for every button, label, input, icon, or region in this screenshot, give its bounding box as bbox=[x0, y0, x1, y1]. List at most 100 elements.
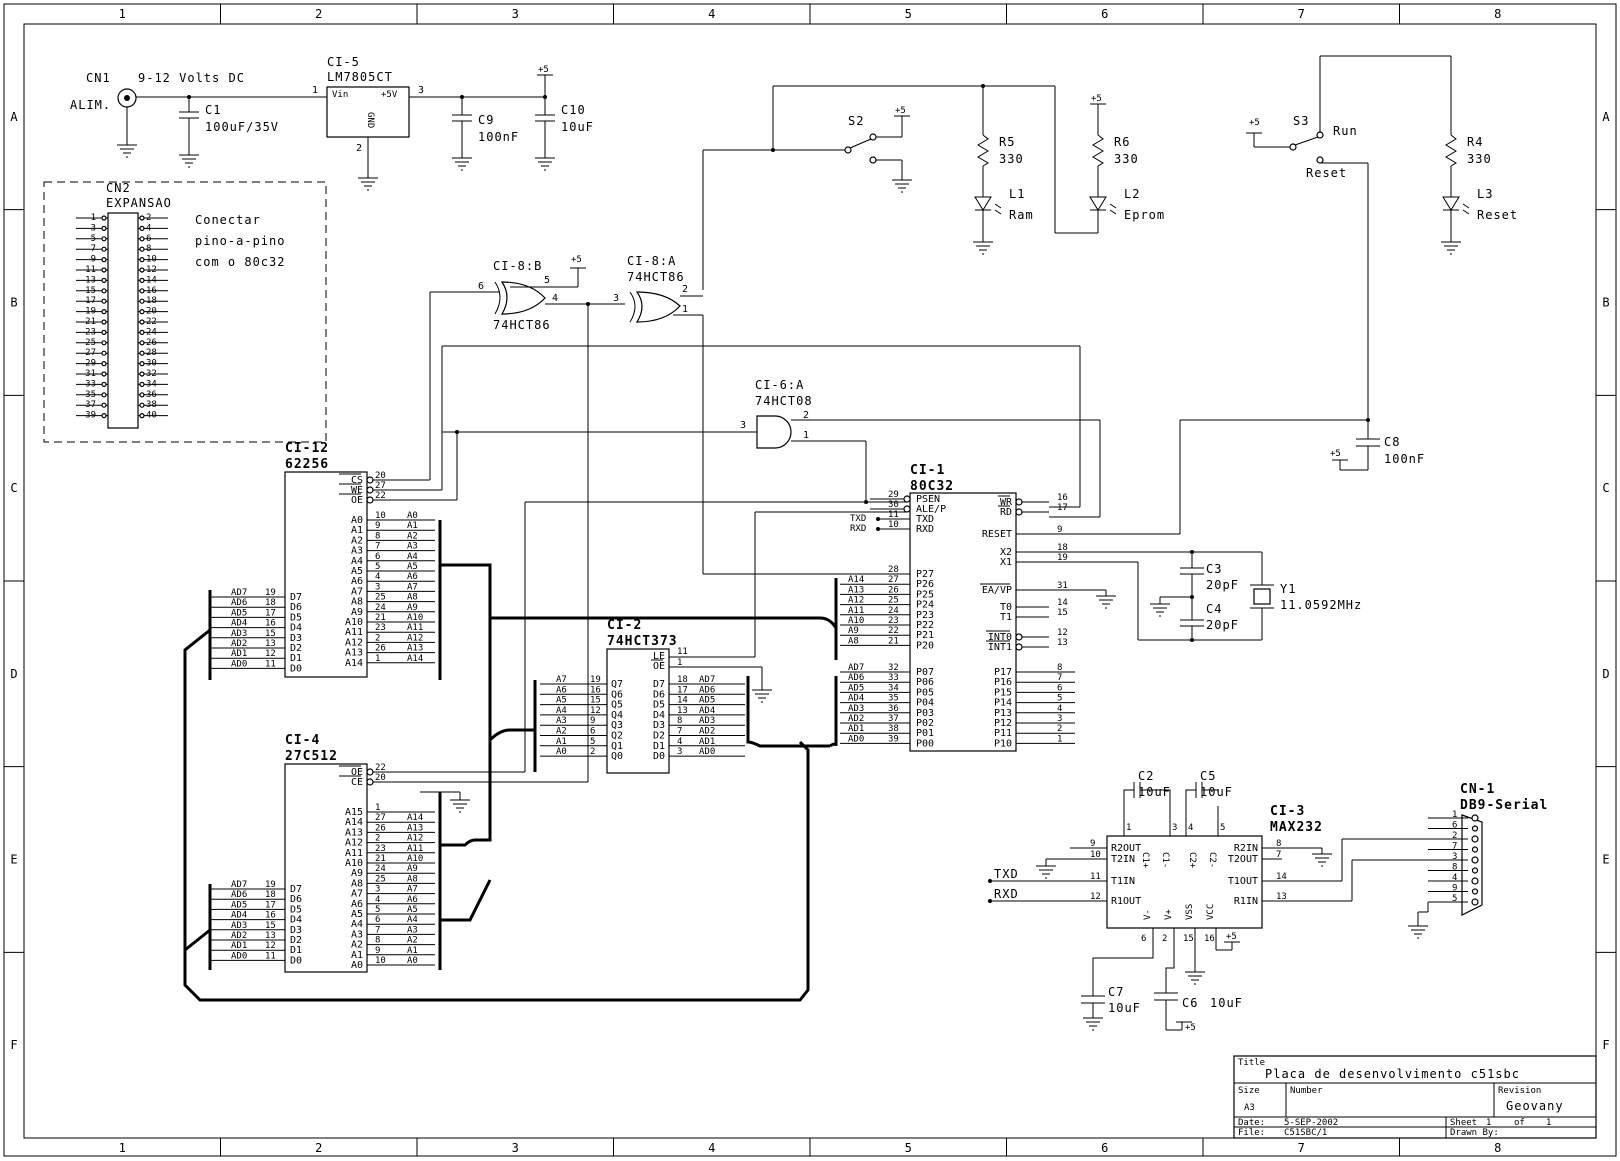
cn2-pin-left: 21 bbox=[85, 317, 96, 327]
cn2-pin-right: 24 bbox=[146, 327, 157, 337]
alim-label: ALIM. bbox=[70, 98, 111, 112]
mcu-p2-net: A13 bbox=[848, 585, 864, 595]
mcu-p0-net: AD1 bbox=[848, 724, 864, 734]
ci8b-xor-gate bbox=[500, 281, 546, 315]
cn2-pin-right: 40 bbox=[146, 411, 157, 421]
cn2-pin-right: 2 bbox=[146, 213, 151, 223]
max-rxd: RXD bbox=[994, 887, 1019, 901]
ci2-part: 74HCT373 bbox=[607, 634, 678, 649]
mcu-ctrl-name: ALE/P bbox=[916, 504, 946, 515]
c3-label: C3 bbox=[1206, 562, 1222, 576]
latch-d-num: 14 bbox=[677, 696, 688, 706]
l3-label: L3 bbox=[1477, 187, 1493, 201]
mcu-net: TXD bbox=[850, 514, 866, 524]
cn2-pin-left: 37 bbox=[85, 400, 96, 410]
data-pin-name: D7 bbox=[290, 884, 302, 895]
l3-desc: Reset bbox=[1477, 208, 1518, 222]
cn2-pin-right: 30 bbox=[146, 359, 157, 369]
svg-text:+5: +5 bbox=[571, 255, 582, 265]
svg-text:1: 1 bbox=[803, 430, 809, 441]
mcu-pin-num: 15 bbox=[1057, 608, 1068, 618]
c10-vcc: +5 bbox=[538, 65, 549, 75]
latch-d-net: AD5 bbox=[699, 696, 715, 706]
svg-text:2: 2 bbox=[803, 410, 809, 421]
frame-row-right: B bbox=[1602, 296, 1609, 310]
cn2-pin-right: 32 bbox=[146, 369, 157, 379]
max-right-name: R2IN bbox=[1234, 843, 1258, 854]
mcu-p2-net: A11 bbox=[848, 606, 864, 616]
data-pin-num: 15 bbox=[265, 629, 276, 639]
frame-row-right: F bbox=[1602, 1038, 1609, 1052]
c6-label: C6 bbox=[1182, 996, 1198, 1010]
ci1-ref: CI-1 bbox=[910, 463, 945, 478]
mcu-p1-name: P11 bbox=[994, 728, 1012, 739]
latch-le: LE bbox=[653, 651, 665, 662]
addr-pin-name: A9 bbox=[351, 868, 363, 879]
svg-text:3: 3 bbox=[418, 85, 424, 96]
power-supply: CN1 9-12 Volts DC ALIM. C1 100uF/35V CI-… bbox=[70, 55, 593, 191]
addr-net: A13 bbox=[407, 644, 423, 654]
max-right-num: 8 bbox=[1276, 839, 1281, 849]
l2-label: L2 bbox=[1124, 187, 1140, 201]
data-net: AD1 bbox=[231, 941, 247, 951]
cn2-pin-right: 10 bbox=[146, 255, 157, 265]
tb-of: 1 bbox=[1546, 1118, 1551, 1128]
ci8a-ref: CI-8:A bbox=[627, 254, 676, 268]
mcu-p0-name: P04 bbox=[916, 698, 934, 709]
mcu-pin-num: 32 bbox=[888, 663, 899, 673]
ci8a-xor-gate bbox=[635, 291, 681, 323]
addr-pin-name: A13 bbox=[345, 827, 363, 838]
r5-label: R5 bbox=[999, 135, 1015, 149]
ci5-5v: +5V bbox=[381, 90, 398, 100]
latch-q-num: 15 bbox=[590, 696, 601, 706]
addr-pin-num: 1 bbox=[375, 654, 380, 664]
svg-text:+5: +5 bbox=[1249, 118, 1260, 128]
cn2-pin-left: 31 bbox=[85, 369, 96, 379]
svg-text:2: 2 bbox=[682, 284, 688, 295]
mcu-pin-num: 3 bbox=[1057, 714, 1062, 724]
frame-row-left: D bbox=[10, 667, 17, 681]
s2-label: S2 bbox=[848, 114, 864, 128]
cn2-note-3: com o 80c32 bbox=[195, 255, 285, 269]
svg-text:6: 6 bbox=[478, 281, 484, 292]
latch-d-name: D5 bbox=[653, 700, 665, 711]
latch-d-net: AD0 bbox=[699, 747, 715, 757]
data-pin-name: D6 bbox=[290, 602, 302, 613]
data-pin-num: 16 bbox=[265, 911, 276, 921]
mcu-p2-net: A9 bbox=[848, 626, 859, 636]
c4-label: C4 bbox=[1206, 602, 1222, 616]
mcu-p0-net: AD7 bbox=[848, 663, 864, 673]
tb-number-label: Number bbox=[1290, 1086, 1323, 1096]
tb-size: A3 bbox=[1244, 1103, 1255, 1113]
mcu-pin-num: 21 bbox=[888, 636, 899, 646]
addr-pin-num: 21 bbox=[375, 613, 386, 623]
mcu-p2-net: A10 bbox=[848, 616, 864, 626]
addr-net: A3 bbox=[407, 925, 418, 935]
max-left-name: R1OUT bbox=[1111, 896, 1141, 907]
addr-pin-name: A11 bbox=[345, 848, 363, 859]
data-pin-num: 19 bbox=[265, 880, 276, 890]
r4-label: R4 bbox=[1467, 135, 1483, 149]
l3-led bbox=[1442, 196, 1460, 211]
latch-d-num: 18 bbox=[677, 675, 688, 685]
mcu-pin-num: 11 bbox=[888, 510, 899, 520]
addr-pin-name: A7 bbox=[351, 889, 363, 900]
c2-value: 10uF bbox=[1138, 785, 1171, 799]
data-net: AD7 bbox=[231, 588, 247, 598]
latch-q-name: Q4 bbox=[611, 710, 623, 721]
data-pin-name: D2 bbox=[290, 643, 302, 654]
addr-pin-num: 26 bbox=[375, 823, 386, 833]
latch-le-num: 11 bbox=[677, 647, 688, 657]
mcu-right-name: X2 bbox=[1000, 547, 1012, 558]
c8-label: C8 bbox=[1384, 435, 1400, 449]
c9-label: C9 bbox=[478, 113, 494, 127]
frame-col-top: 5 bbox=[905, 7, 912, 21]
data-pin-name: D2 bbox=[290, 935, 302, 946]
cn2-note-1: Conectar bbox=[195, 213, 261, 227]
max-right-name: R1IN bbox=[1234, 896, 1258, 907]
max-top-name: C2- bbox=[1207, 852, 1217, 868]
max-bottom-name: V- bbox=[1143, 909, 1153, 920]
latch-q-num: 16 bbox=[590, 685, 601, 695]
addr-pin-num: 7 bbox=[375, 925, 380, 935]
mcu-pin-num: 17 bbox=[1057, 503, 1068, 513]
